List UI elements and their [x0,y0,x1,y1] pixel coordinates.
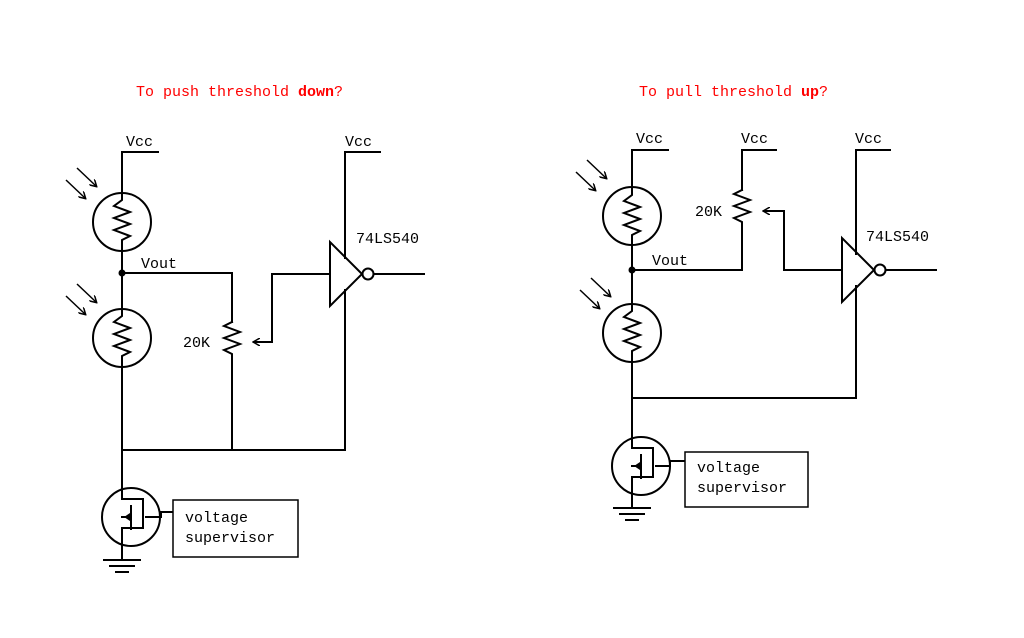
circuit-title: To push threshold down? [136,84,343,101]
vcc-label: Vcc [636,131,663,148]
photoresistor-top [575,159,662,246]
potentiometer [731,188,843,271]
supervisor-label-line1: voltage [697,460,760,477]
vout-wire [121,272,233,323]
wiper-arrow [764,211,843,271]
potentiometer [221,273,273,451]
light-arrows-icon [579,277,610,308]
circuit-pull-up: To pull threshold up? Vcc Vout Vcc 20K [575,84,937,521]
vout-wire [631,227,743,271]
circuit-push-down: To push threshold down? Vcc Vout [65,84,425,573]
vcc-label: Vcc [126,134,153,151]
photoresistor-bottom [579,277,662,363]
vcc-rail-left [631,149,669,187]
voltage-supervisor-box [684,451,809,508]
vcc-rail-left [121,151,159,191]
gate-vcc-rail [855,149,891,255]
vcc-label: Vcc [855,131,882,148]
light-arrows-icon [65,167,96,198]
photoresistor-bottom [65,283,152,368]
circuit-title: To pull threshold up? [639,84,828,101]
ground-icon [103,559,141,573]
wiper-arrow [254,273,273,342]
mosfet-switch [101,479,173,561]
pot-vcc-rail [741,149,777,191]
supervisor-label-line2: supervisor [697,480,787,497]
vout-label: Vout [141,256,177,273]
photoresistor-top [65,167,152,252]
ground-icon [613,507,651,521]
vcc-label: Vcc [741,131,768,148]
voltage-supervisor-box [172,499,299,558]
common-ground-rail [631,285,857,399]
supervisor-label-line2: supervisor [185,530,275,547]
vcc-label: Vcc [345,134,372,151]
ic-label: 74LS540 [866,229,929,246]
gate-vcc-rail [344,151,381,259]
pot-label: 20K [183,335,210,352]
ic-label: 74LS540 [356,231,419,248]
pot-label: 20K [695,204,722,221]
vout-label: Vout [652,253,688,270]
inverter-gate [841,235,937,305]
light-arrows-icon [65,283,96,314]
light-arrows-icon [575,159,606,190]
supervisor-label-line1: voltage [185,510,248,527]
common-ground-rail [121,289,346,451]
mosfet-switch [611,436,685,509]
